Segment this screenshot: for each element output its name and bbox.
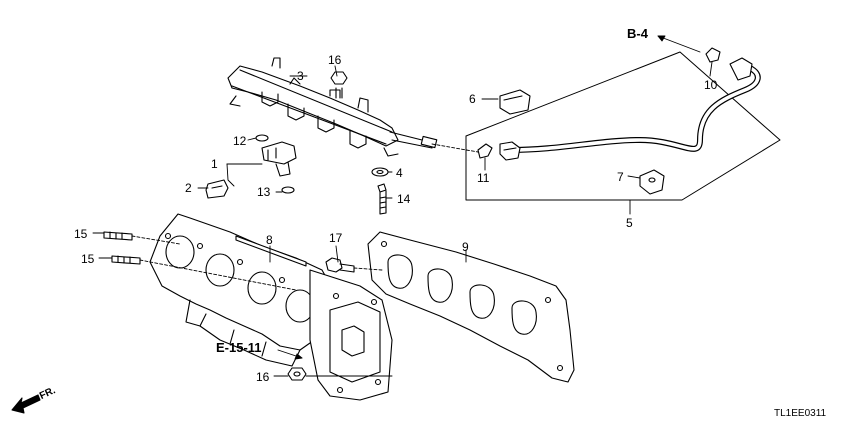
part-label-15-lower: 15 [81, 252, 95, 266]
nut-16-bottom [287, 367, 307, 381]
part-label-15-upper: 15 [74, 227, 88, 241]
insulator-and-stud [371, 167, 389, 215]
part-label-13: 13 [257, 185, 271, 199]
part-label-8: 8 [266, 233, 273, 247]
bolt-16-top [330, 71, 348, 99]
part-label-1: 1 [211, 157, 218, 171]
part-label-16-bottom: 16 [256, 370, 270, 384]
diagram-code: TL1EE0311 [774, 408, 827, 419]
studs-15 [103, 231, 141, 265]
leader-lines [92, 35, 713, 377]
part-label-9: 9 [462, 240, 469, 254]
part-label-2: 2 [185, 181, 192, 195]
part-label-5: 5 [626, 216, 633, 230]
part-label-6: 6 [469, 92, 476, 106]
part-label-7: 7 [617, 170, 624, 184]
intake-manifold [149, 213, 393, 401]
part-label-14: 14 [397, 192, 411, 206]
intake-manifold-gasket [367, 231, 575, 383]
part-label-17: 17 [329, 231, 343, 245]
part-label-10: 10 [704, 78, 718, 92]
bolt-17 [325, 257, 355, 273]
part-label-3: 3 [297, 69, 304, 83]
injector-assembly [205, 134, 297, 199]
front-direction-arrow [11, 394, 41, 414]
fuel-rail [227, 57, 438, 157]
part-label-12: 12 [233, 134, 247, 148]
part-label-11: 11 [477, 171, 490, 185]
reference-e-15-11: E-15-11 [216, 340, 262, 355]
fuel-feed-hose [465, 47, 781, 201]
part-label-4: 4 [396, 166, 403, 180]
part-label-16-top: 16 [328, 53, 342, 67]
reference-b-4: B-4 [627, 26, 648, 41]
